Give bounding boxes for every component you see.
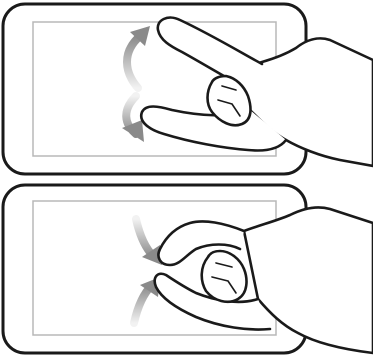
- pinch-open-panel: [0, 0, 373, 179]
- pinch-open-illustration: [0, 0, 373, 179]
- pinch-close-illustration: [0, 179, 373, 358]
- pinch-close-panel: [0, 179, 373, 358]
